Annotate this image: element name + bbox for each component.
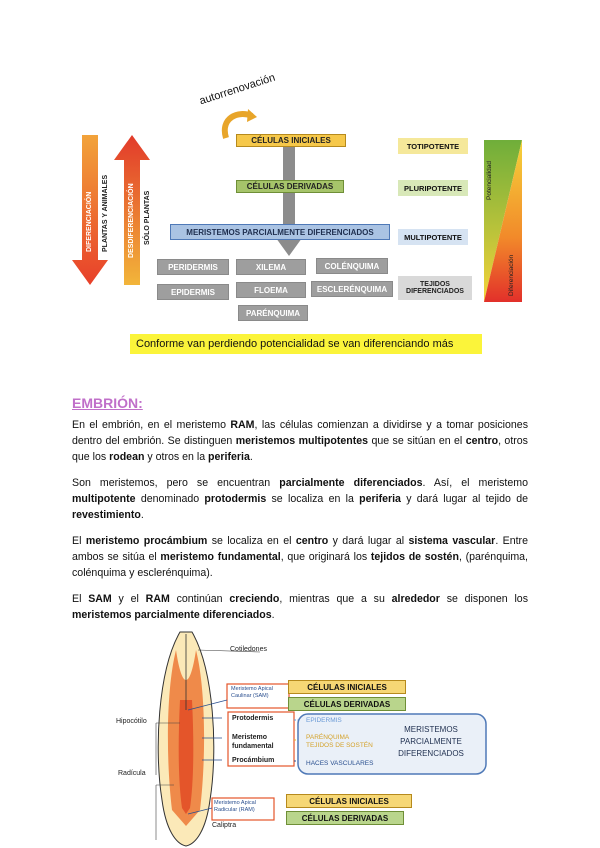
autorrenovacion-label: autorrenovación [198,72,277,108]
totipotente-label: TOTIPOTENTE [398,138,468,154]
procambium-tissue [179,700,194,814]
protodermis-label: Protodermis [232,715,273,722]
arrows-svg [70,130,150,290]
tejidos-diferenciados-box: TEJIDOS DIFERENCIADOS [398,276,472,300]
celulas-iniciales-top: CÉLULAS INICIALES [288,680,406,694]
paragraph-1: En el embrión, en el meristemo RAM, las … [72,417,528,465]
paragraph-2: Son meristemos, pero se encuentran parci… [72,475,528,523]
tissue-esclerenquima: ESCLERÉNQUIMA [311,281,393,297]
cotiledones-label: Cotiledones [230,646,267,653]
potencialidad-label: Potencialidad [486,161,493,200]
celulas-iniciales-bottom: CÉLULAS INICIALES [286,794,412,808]
celulas-derivadas-box: CÉLULAS DERIVADAS [236,180,344,193]
ram-label: Meristemo Apical Radicular (RAM) [214,800,272,814]
sam-label: Meristemo Apical Caulinar (SAM) [231,686,289,700]
haces-label: HACES VASCULARES [306,760,373,767]
meristemo-fundamental-label: Meristemo fundamental [232,733,282,751]
radicula-label: Radícula [118,770,146,777]
plantas-animales-label: PLANTAS Y ANIMALES [102,175,109,252]
hipocotilo-label: Hipocótilo [116,718,147,725]
tissue-peridermis: PERIDERMIS [157,259,229,275]
meristemos-box: MERISTEMOS PARCIALMENTE DIFERENCIADOS [388,718,474,766]
celulas-derivadas-bottom: CÉLULAS DERIVADAS [286,811,404,825]
celulas-derivadas-top: CÉLULAS DERIVADAS [288,697,406,711]
multipotente-label: MULTIPOTENTE [398,229,468,245]
tissue-epidermis: EPIDERMIS [157,284,229,300]
tissue-parenquima: PARÉNQUIMA [238,305,308,321]
diferenciacion-tri-label: Diferenciación [508,255,515,296]
tissue-colenquima: COLÉNQUIMA [316,258,388,274]
meristemos-parcialmente-box: MERISTEMOS PARCIALMENTE DIFERENCIADOS [170,224,390,240]
procambium-label: Procámbium [232,757,274,764]
caliptra-label: Caliptra [212,822,236,829]
paragraph-3: El meristemo procámbium se localiza en e… [72,533,528,581]
pluripotente-label: PLURIPOTENTE [398,180,468,196]
desdiferenciacion-label: DESDIFERENCIACIÓN [128,183,135,258]
paragraph-4: El SAM y el RAM continúan creciendo, mie… [72,591,528,623]
epidermis-label: EPIDERMIS [306,717,342,724]
grey-down-arrow-icon [276,146,302,258]
section-heading: EMBRIÓN: [72,395,143,411]
tissue-xilema: XILEMA [236,259,306,275]
parenquima-label: PARÉNQUIMA [306,734,349,741]
banner: Conforme van perdiendo potencialidad se … [130,334,482,354]
tejidos-sosten-label: TEJIDOS DE SOSTÉN [306,742,373,749]
diferenciacion-label: DIFERENCIACIÓN [86,192,93,252]
tissue-floema: FLOEMA [236,282,306,298]
celulas-iniciales-box: CÉLULAS INICIALES [236,134,346,147]
solo-plantas-label: SÓLO PLANTAS [144,191,151,245]
